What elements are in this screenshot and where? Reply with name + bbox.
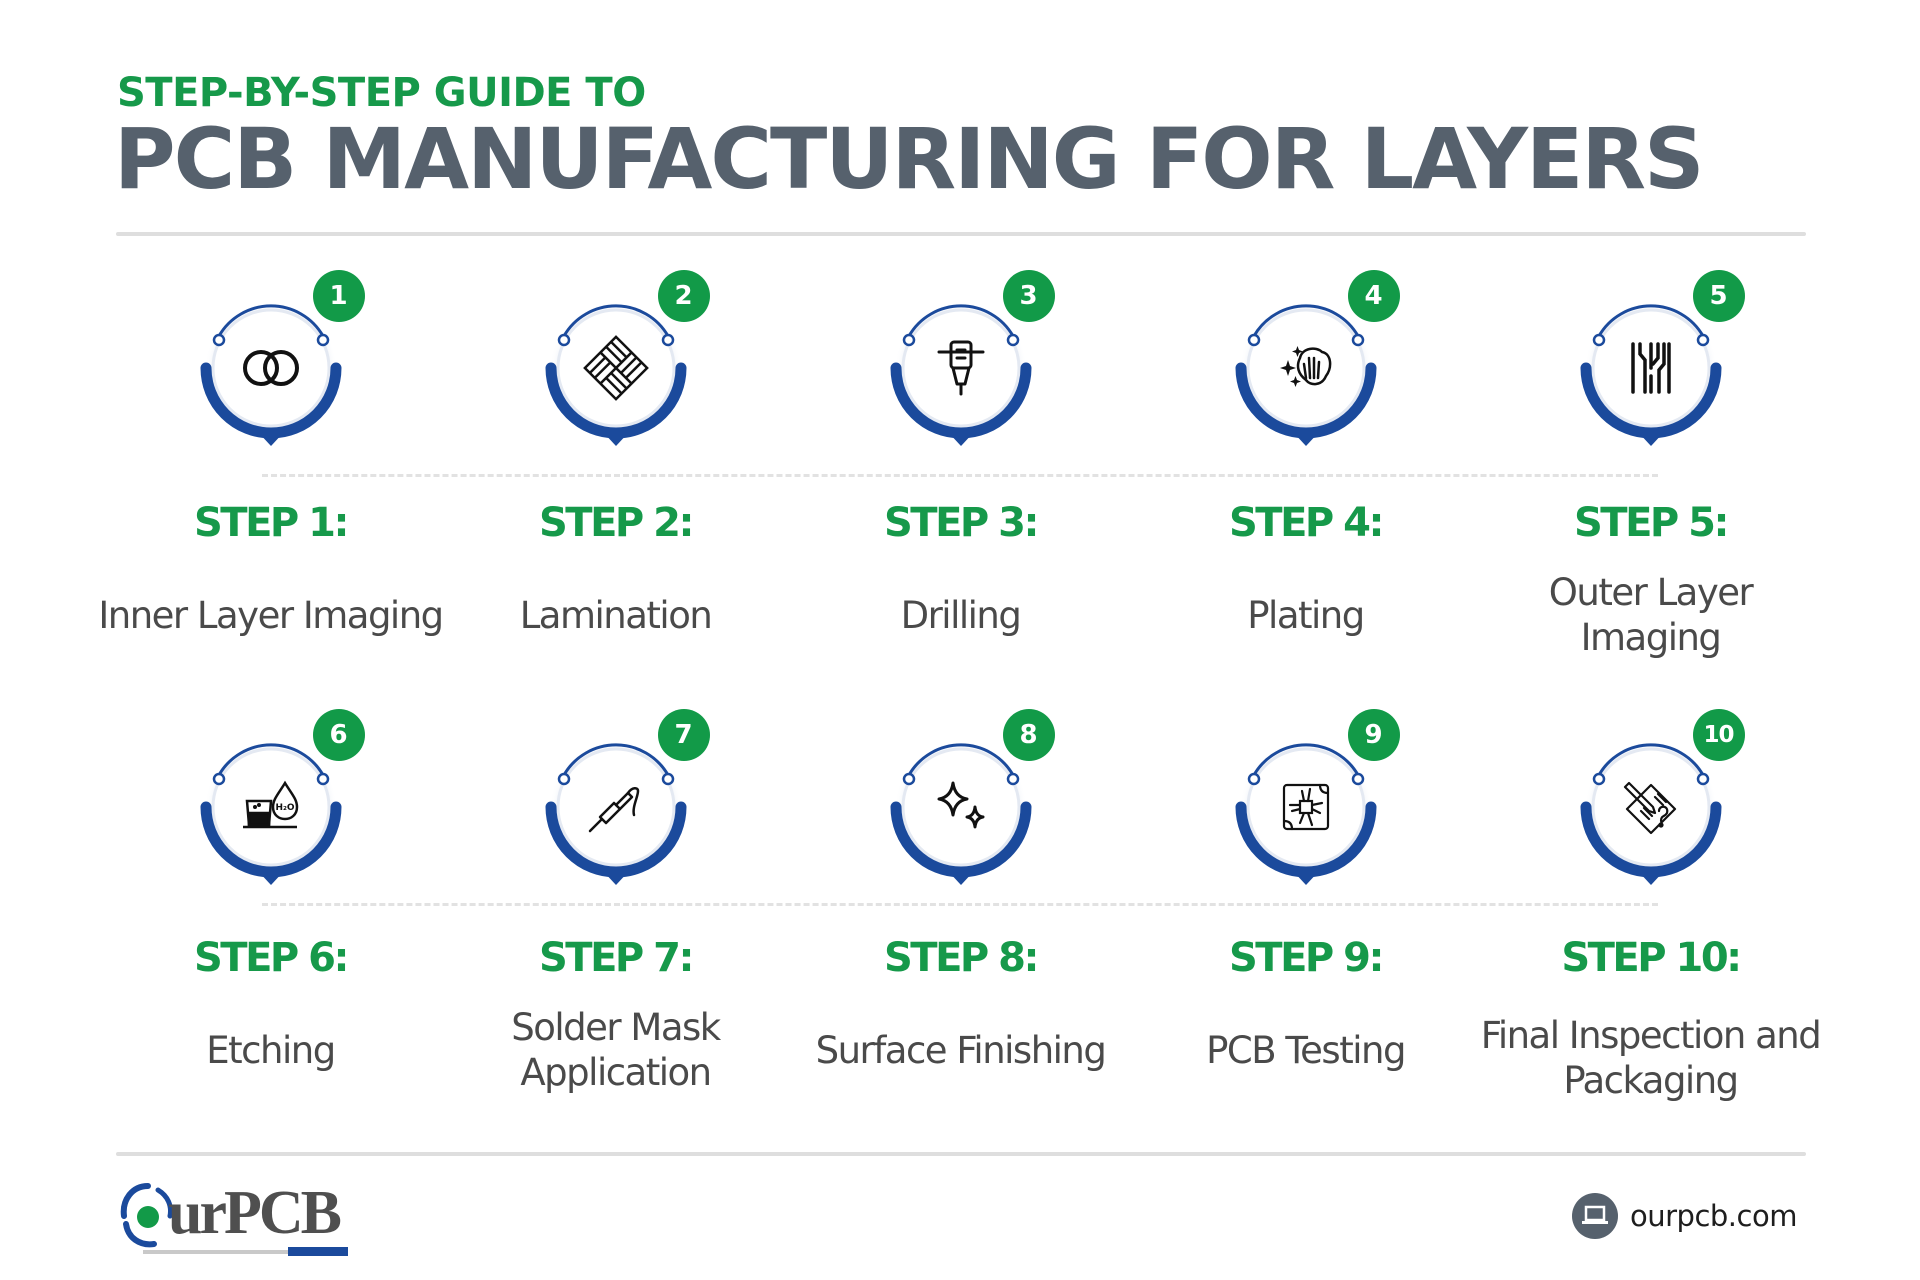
step-label: STEP 1:	[194, 500, 350, 546]
step-description: Inner Layer Imaging	[98, 593, 444, 637]
step-card-10: 10 STEP 10: Final Inspection and Packagi…	[1478, 707, 1823, 1102]
step-number-badge: 4	[1347, 270, 1400, 322]
step-label: STEP 10:	[1561, 935, 1742, 981]
step-label: STEP 9:	[1229, 935, 1385, 981]
svg-text:H₂O: H₂O	[275, 803, 294, 813]
step-badge: 1	[181, 268, 365, 468]
logo-swirl-icon	[120, 1183, 173, 1248]
footer-divider	[116, 1152, 1806, 1156]
step-number-badge: 3	[1002, 270, 1055, 322]
step-number-badge: 7	[657, 709, 710, 761]
step-badge: 8	[871, 707, 1055, 907]
step-description: Solder Mask Application	[511, 1006, 721, 1094]
step-badge: 7	[526, 707, 710, 907]
step-badge: 9	[1216, 707, 1400, 907]
logo-text: urPCB	[168, 1179, 342, 1247]
step-description: Lamination	[519, 593, 713, 637]
step-description: Etching	[206, 1028, 336, 1072]
step-number-badge: 1	[312, 270, 365, 322]
step-label: STEP 4:	[1229, 500, 1385, 546]
step-card-3: 3 STEP 3: Drilling	[788, 268, 1133, 637]
step-label: STEP 7:	[539, 935, 695, 981]
layered-sheets-icon	[582, 335, 649, 401]
logo-underline	[143, 1250, 303, 1254]
soldering-iron-icon	[588, 787, 639, 833]
step-label: STEP 3:	[884, 500, 1040, 546]
beaker-water-icon: H₂O	[242, 780, 298, 829]
step-badge: 5	[1561, 268, 1745, 468]
inspection-document-icon	[1623, 781, 1676, 835]
step-number-badge: 2	[657, 270, 710, 322]
step-badge: 10	[1561, 707, 1745, 907]
step-description: PCB Testing	[1206, 1028, 1406, 1072]
step-description: Final Inspection and Packaging	[1480, 1014, 1822, 1102]
step-card-2: 2 STEP 2: Lamination	[443, 268, 788, 637]
circuit-board-chip-icon	[1282, 783, 1329, 831]
step-badge: 3	[871, 268, 1055, 468]
polishing-hand-icon	[1279, 346, 1331, 387]
step-label: STEP 2:	[539, 500, 695, 546]
subtitle: STEP-BY-STEP GUIDE TO	[117, 70, 646, 116]
step-card-5: 5 STEP 5: Outer Layer Imaging	[1478, 268, 1823, 659]
page-title: PCB MANUFACTURING FOR LAYERS	[114, 110, 1705, 208]
drill-icon	[937, 340, 984, 396]
step-description: Drilling	[900, 593, 1022, 637]
website-link[interactable]: ourpcb.com	[1572, 1192, 1797, 1240]
step-card-1: 1 STEP 1: Inner Layer Imaging	[98, 268, 444, 637]
step-card-4: 4 STEP 4: Plating	[1133, 268, 1478, 637]
step-card-9: 9 STEP 9: PCB Testing	[1133, 707, 1478, 1072]
step-label: STEP 8:	[884, 935, 1040, 981]
website-url[interactable]: ourpcb.com	[1630, 1199, 1797, 1233]
step-number-badge: 5	[1692, 270, 1745, 322]
header-divider	[116, 232, 1806, 236]
step-description: Surface Finishing	[815, 1028, 1107, 1072]
laptop-icon	[1572, 1193, 1618, 1239]
ourpcb-logo[interactable]: urPCB	[118, 1178, 358, 1258]
step-badge: H₂O 6	[181, 707, 365, 907]
step-label: STEP 5:	[1574, 500, 1730, 546]
step-card-7: 7 STEP 7: Solder Mask Application	[443, 707, 788, 1094]
step-number-badge: 8	[1002, 709, 1055, 761]
step-card-6: H₂O 6 STEP 6: Etching	[98, 707, 443, 1072]
step-description: Plating	[1247, 593, 1365, 637]
row2-dashed-divider	[262, 903, 1658, 906]
step-number-badge: 6	[312, 709, 365, 761]
step-number-badge: 10	[1692, 709, 1745, 761]
step-label: STEP 6:	[194, 935, 350, 981]
logo-underline-accent	[288, 1247, 348, 1256]
step-description: Outer Layer Imaging	[1548, 571, 1754, 659]
row1-dashed-divider	[262, 474, 1658, 477]
circuit-traces-icon	[1630, 342, 1671, 394]
interlocking-rings-icon	[242, 350, 299, 386]
step-card-8: 8 STEP 8: Surface Finishing	[788, 707, 1133, 1072]
step-badge: 2	[526, 268, 710, 468]
step-badge: 4	[1216, 268, 1400, 468]
sparkles-icon	[937, 781, 984, 829]
step-number-badge: 9	[1347, 709, 1400, 761]
